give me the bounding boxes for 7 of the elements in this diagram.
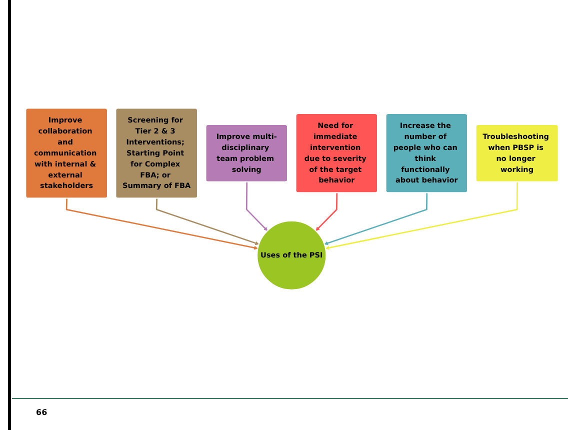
arrow xyxy=(324,192,428,246)
arrow xyxy=(325,182,518,250)
arrow xyxy=(246,182,268,231)
arrow xyxy=(316,192,338,231)
page-number: 66 xyxy=(36,408,48,417)
arrow xyxy=(66,198,258,250)
arrow xyxy=(156,198,260,246)
